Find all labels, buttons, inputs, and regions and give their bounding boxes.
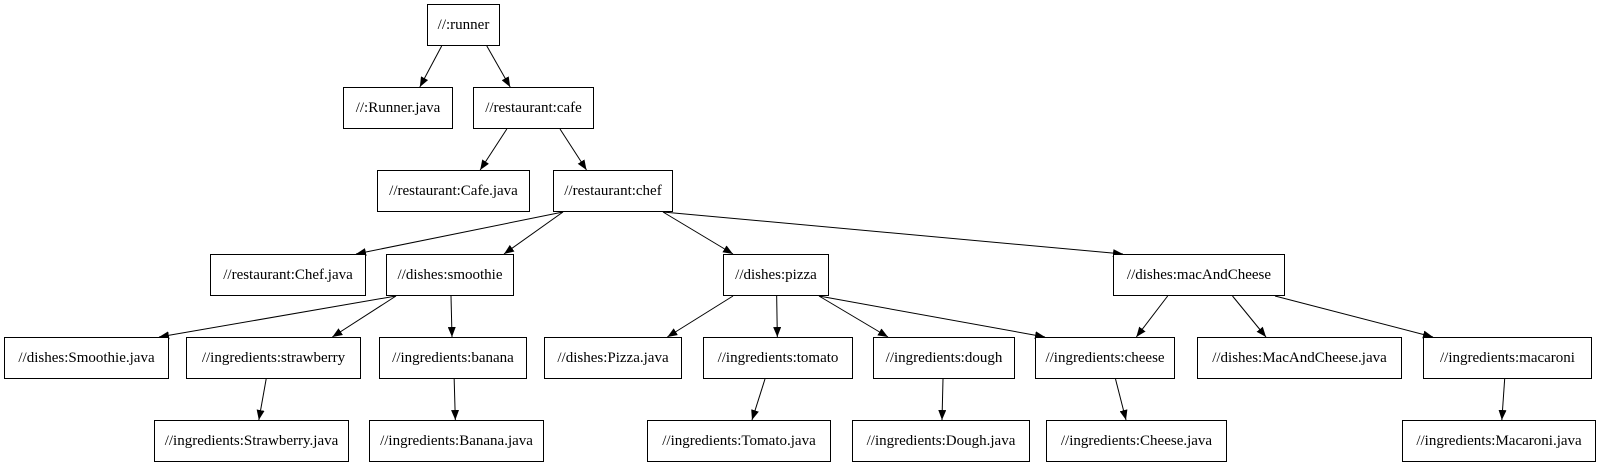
- graph-edge-smoothie-to-banana: [447, 295, 456, 338]
- graph-edge-smoothie-to-smoothie_java: [158, 295, 397, 340]
- graph-node-banana_java: //ingredients:Banana.java: [369, 420, 544, 462]
- graph-edge-pizza-to-tomato: [773, 295, 782, 338]
- graph-edge-chef-to-smoothie: [503, 211, 564, 255]
- graph-node-chef_java: //restaurant:Chef.java: [210, 254, 366, 296]
- graph-node-banana: //ingredients:banana: [379, 337, 527, 379]
- graph-node-macaroni: //ingredients:macaroni: [1423, 337, 1592, 379]
- graph-edge-chef-to-chef_java: [355, 211, 564, 256]
- graph-node-macaroni_java: //ingredients:Macaroni.java: [1402, 420, 1596, 462]
- graph-edge-pizza-to-pizza_java: [667, 295, 734, 338]
- graph-node-tomato: //ingredients:tomato: [703, 337, 853, 379]
- graph-edge-runner-to-runner_java: [419, 45, 443, 88]
- graph-node-pizza: //dishes:pizza: [723, 254, 829, 296]
- graph-node-tomato_java: //ingredients:Tomato.java: [647, 420, 831, 462]
- graph-node-cafe_java: //restaurant:Cafe.java: [377, 170, 530, 212]
- graph-edge-macandcheese-to-macaroni: [1274, 295, 1434, 339]
- graph-node-chef: //restaurant:chef: [553, 170, 673, 212]
- graph-node-strawberry: //ingredients:strawberry: [186, 337, 361, 379]
- graph-edge-tomato-to-tomato_java: [751, 378, 766, 421]
- graph-edge-chef-to-pizza: [662, 211, 734, 255]
- graph-edge-strawberry-to-strawberry_java: [256, 378, 267, 421]
- graph-edge-cafe-to-chef: [559, 128, 587, 171]
- graph-node-runner_java: //:Runner.java: [343, 87, 453, 129]
- graph-edge-macaroni-to-macaroni_java: [1498, 378, 1507, 421]
- graph-node-pizza_java: //dishes:Pizza.java: [544, 337, 682, 379]
- graph-node-dough: //ingredients:dough: [873, 337, 1015, 379]
- graph-node-cheese: //ingredients:cheese: [1035, 337, 1175, 379]
- graph-node-strawberry_java: //ingredients:Strawberry.java: [154, 420, 349, 462]
- graph-edge-dough-to-dough_java: [938, 378, 947, 421]
- graph-node-macandcheese: //dishes:macAndCheese: [1113, 254, 1285, 296]
- graph-node-cafe: //restaurant:cafe: [473, 87, 594, 129]
- graph-edge-pizza-to-cheese: [818, 295, 1046, 340]
- graph-node-macandcheese_java: //dishes:MacAndCheese.java: [1197, 337, 1402, 379]
- graph-node-dough_java: //ingredients:Dough.java: [852, 420, 1030, 462]
- graph-node-smoothie_java: //dishes:Smoothie.java: [4, 337, 169, 379]
- graph-edge-cheese-to-cheese_java: [1115, 378, 1128, 421]
- graph-node-smoothie: //dishes:smoothie: [386, 254, 514, 296]
- graph-edge-macandcheese-to-cheese: [1135, 295, 1169, 338]
- graph-edge-chef-to-macandcheese: [662, 211, 1124, 258]
- graph-edge-pizza-to-dough: [818, 295, 889, 338]
- graph-node-runner: //:runner: [427, 4, 500, 46]
- graph-edge-macandcheese-to-macandcheese_java: [1232, 295, 1267, 338]
- graph-edge-banana-to-banana_java: [451, 378, 460, 421]
- graph-edge-cafe-to-cafe_java: [479, 128, 508, 171]
- graph-edge-smoothie-to-strawberry: [332, 295, 397, 338]
- graph-edge-runner-to-cafe: [486, 45, 511, 88]
- graph-node-cheese_java: //ingredients:Cheese.java: [1046, 420, 1227, 462]
